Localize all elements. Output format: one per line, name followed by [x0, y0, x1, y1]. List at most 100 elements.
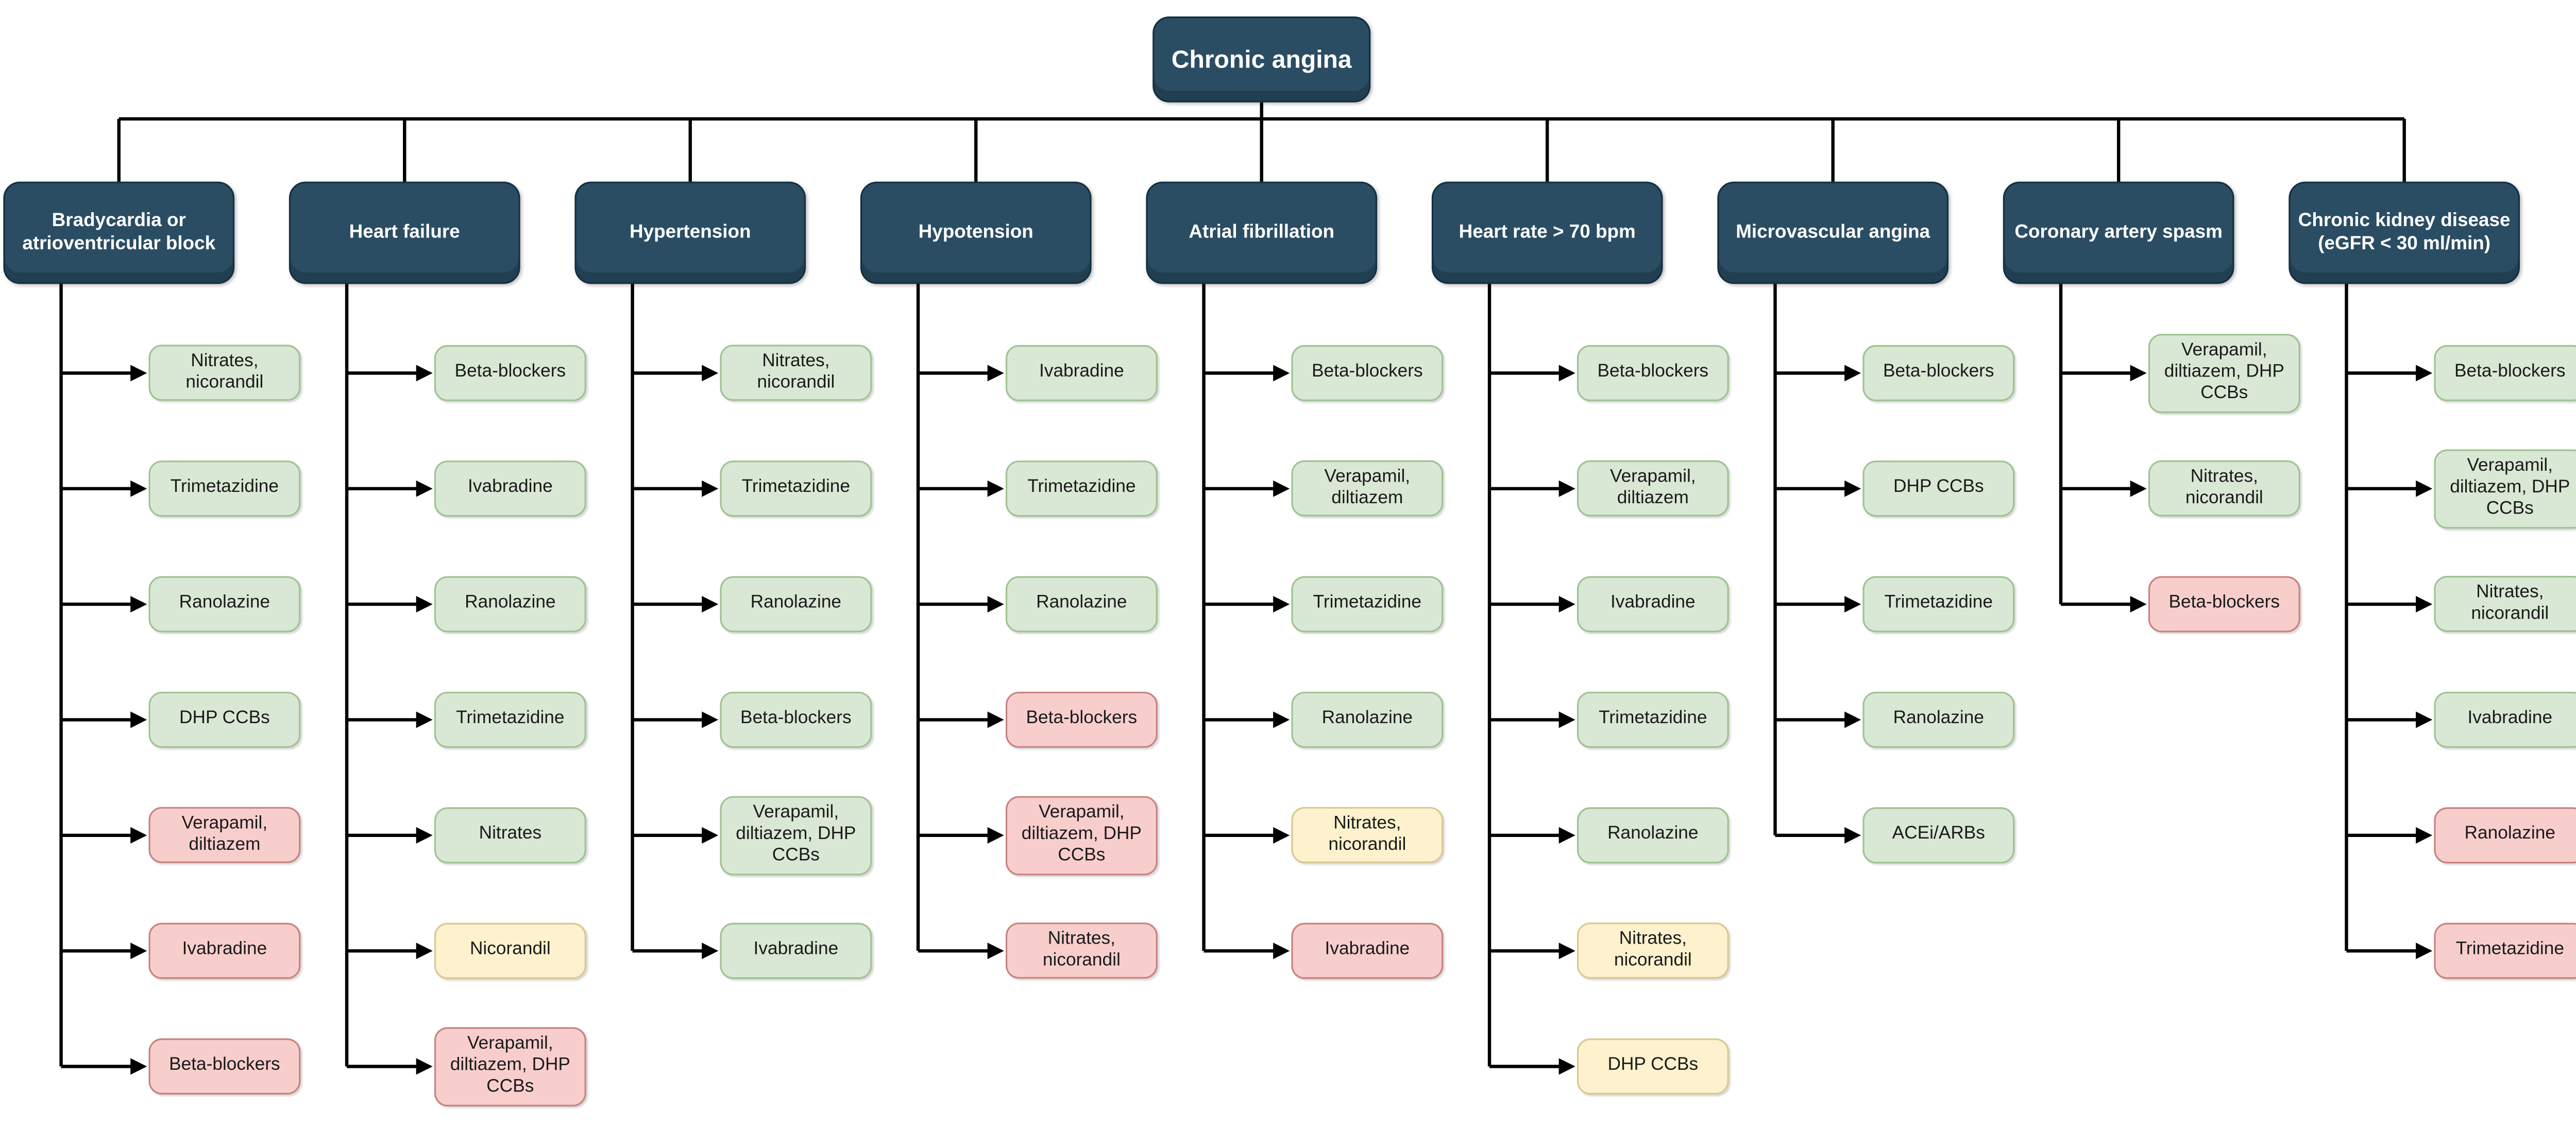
drug-label: Ivabradine [1039, 362, 1124, 382]
drug-node: Ranolazine [1005, 576, 1158, 633]
drug-label: Nitrates, nicorandil [757, 351, 835, 393]
drug-node: Nicorandil [434, 922, 586, 979]
drug-label: Ivabradine [1611, 593, 1696, 613]
drug-node: Trimetazidine [434, 691, 586, 748]
condition-label: Hypotension [918, 223, 1033, 243]
drug-node: Ivabradine [1005, 345, 1158, 401]
drug-label: Nitrates, nicorandil [2185, 467, 2263, 509]
drug-node: Ivabradine [148, 922, 301, 979]
condition-node: Chronic kidney disease (eGFR < 30 ml/min… [2289, 181, 2520, 284]
drug-node: Beta-blockers [2148, 576, 2300, 633]
drug-label: Beta-blockers [2454, 362, 2566, 382]
condition-node: Hypertension [574, 181, 806, 284]
drug-node: Trimetazidine [1291, 576, 1444, 633]
drug-label: Beta-blockers [1883, 362, 1994, 382]
drug-node: Verapamil, diltiazem [1577, 460, 1729, 517]
drug-label: Verapamil, diltiazem, DHP CCBs [1021, 802, 1142, 866]
drug-label: Verapamil, diltiazem [181, 813, 268, 856]
drug-label: Nitrates, nicorandil [185, 351, 264, 393]
drug-label: Verapamil, diltiazem [1610, 467, 1696, 509]
drug-node: Nitrates, nicorandil [1005, 922, 1158, 980]
drug-label: Trimetazidine [1027, 477, 1136, 498]
drug-label: ACEi/ARBs [1892, 824, 1985, 845]
drug-node: Trimetazidine [2434, 922, 2576, 979]
drug-node: DHP CCBs [148, 691, 301, 748]
drug-label: DHP CCBs [1607, 1055, 1699, 1075]
drug-node: Nitrates, nicorandil [2434, 575, 2576, 633]
drug-node: Trimetazidine [1862, 576, 2015, 633]
drug-node: Beta-blockers [1862, 345, 2015, 401]
drug-label: Ranolazine [750, 593, 842, 613]
drug-label: Nitrates, nicorandil [1614, 929, 1692, 971]
drug-node: Nitrates, nicorandil [1291, 807, 1444, 864]
drug-node: Beta-blockers [1291, 345, 1444, 401]
condition-node: Atrial fibrillation [1146, 181, 1378, 284]
drug-node: Verapamil, diltiazem, DHP CCBs [720, 796, 872, 875]
drug-label: Ivabradine [753, 940, 839, 960]
condition-label: Microvascular angina [1736, 223, 1930, 243]
drug-node: Verapamil, diltiazem, DHP CCBs [2434, 449, 2576, 528]
drug-node: Beta-blockers [434, 345, 586, 401]
drug-node: Ivabradine [434, 460, 586, 517]
drug-node: Trimetazidine [1005, 460, 1158, 517]
drug-label: Ranolazine [465, 593, 556, 613]
condition-label: Chronic kidney disease (eGFR < 30 ml/min… [2298, 211, 2511, 254]
drug-node: Ranolazine [720, 576, 872, 633]
drug-node: Ivabradine [2434, 691, 2576, 748]
condition-node: Hypotension [860, 181, 1092, 284]
drug-node: Ivabradine [720, 922, 872, 979]
drug-node: Beta-blockers [720, 691, 872, 748]
drug-node: DHP CCBs [1862, 460, 2015, 517]
drug-node: Nitrates, nicorandil [720, 345, 872, 402]
drug-label: Trimetazidine [170, 477, 279, 498]
drug-label: Nitrates, nicorandil [1042, 929, 1121, 971]
drug-label: Beta-blockers [1597, 362, 1709, 382]
condition-label: Heart failure [349, 223, 460, 243]
drug-node: Trimetazidine [720, 460, 872, 517]
drug-node: Nitrates, nicorandil [148, 345, 301, 402]
drug-node: Beta-blockers [148, 1038, 301, 1095]
condition-node: Coronary artery spasm [2003, 181, 2234, 284]
drug-label: DHP CCBs [179, 709, 270, 729]
drug-label: Ranolazine [2464, 824, 2555, 845]
drug-label: Verapamil, diltiazem, DHP CCBs [2164, 340, 2284, 404]
drug-node: Verapamil, diltiazem [148, 807, 301, 864]
root-node-label: Chronic angina [1171, 45, 1352, 74]
drug-label: Ranolazine [1893, 709, 1985, 729]
drug-node: Verapamil, diltiazem, DHP CCBs [1005, 796, 1158, 875]
drug-node: Verapamil, diltiazem, DHP CCBs [434, 1027, 586, 1106]
condition-label: Hypertension [629, 223, 751, 243]
condition-node: Bradycardia or atrioventricular block [3, 181, 235, 284]
drug-node: Ivabradine [1577, 576, 1729, 633]
drug-label: Trimetazidine [2455, 940, 2564, 960]
drug-node: Ranolazine [1577, 807, 1729, 864]
drug-label: Beta-blockers [1026, 709, 1138, 729]
drug-label: Beta-blockers [1312, 362, 1423, 382]
drug-label: Trimetazidine [1599, 709, 1707, 729]
drug-node: Nitrates, nicorandil [2148, 460, 2300, 517]
condition-label: Bradycardia or atrioventricular block [22, 211, 216, 254]
drug-node: Verapamil, diltiazem [1291, 460, 1444, 517]
drug-node: ACEi/ARBs [1862, 807, 2015, 864]
drug-node: Nitrates, nicorandil [1577, 922, 1729, 980]
drug-label: Beta-blockers [454, 362, 566, 382]
drug-label: Nicorandil [469, 940, 551, 960]
drug-node: Ranolazine [2434, 807, 2576, 864]
drug-label: Trimetazidine [1884, 593, 1993, 613]
drug-label: Trimetazidine [741, 477, 851, 498]
drug-label: Beta-blockers [740, 709, 852, 729]
connector-lines [59, 102, 2433, 1075]
drug-node: Nitrates [434, 807, 586, 864]
drug-label: Ivabradine [468, 477, 553, 498]
drug-label: Verapamil, diltiazem [1324, 467, 1411, 509]
flowchart-canvas: Chronic angina Bradycardia or atrioventr… [3, 16, 2576, 1106]
drug-label: Ivabradine [182, 940, 267, 960]
drug-label: Ranolazine [1607, 824, 1699, 845]
condition-node: Heart failure [289, 181, 520, 284]
drug-label: Verapamil, diltiazem, DHP CCBs [2450, 456, 2570, 520]
drug-label: Ranolazine [179, 593, 270, 613]
drug-node: Verapamil, diltiazem, DHP CCBs [2148, 334, 2300, 413]
condition-label: Heart rate > 70 bpm [1459, 223, 1636, 243]
drug-node: Ranolazine [434, 576, 586, 633]
drug-label: Verapamil, diltiazem, DHP CCBs [736, 802, 856, 866]
